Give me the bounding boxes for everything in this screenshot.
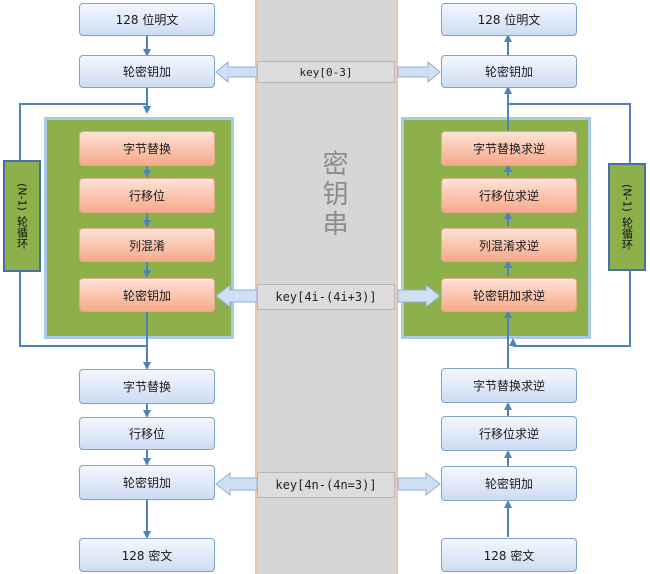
encrypt-plaintext-input: 128 位明文 [79,3,215,36]
decrypt-first-inv-shift-rows: 行移位求逆 [441,416,577,451]
encrypt-round-count: (N-1) [15,182,29,211]
decrypt-first-inv-sub-bytes: 字节替换求逆 [441,368,577,403]
encrypt-shift-rows: 行移位 [79,178,215,213]
key-last-box: key[4n-(4n=3)] [257,472,395,498]
key-middle-box: key[4i-(4i+3)] [257,284,395,310]
decrypt-round-loop-label: (N-1) 轮循环 [608,163,646,271]
decrypt-first-add-round-key: 轮密钥加 [441,466,577,501]
decrypt-round-count: (N-1) [620,183,634,212]
key-first-box: key[0-3] [257,61,395,83]
encrypt-add-round-key: 轮密钥加 [79,278,215,312]
decrypt-plaintext-output: 128 位明文 [441,3,577,36]
encrypt-initial-add-round-key: 轮密钥加 [79,55,215,88]
decrypt-ciphertext-input: 128 密文 [441,538,577,572]
encrypt-round-loop-text: 轮循环 [15,216,29,250]
encrypt-sub-bytes: 字节替换 [79,131,215,166]
decrypt-round-loop-text: 轮循环 [620,217,634,251]
encrypt-mix-columns: 列混淆 [79,228,215,262]
decrypt-inv-sub-bytes: 字节替换求逆 [441,131,577,166]
encrypt-ciphertext-output: 128 密文 [79,538,215,572]
encrypt-final-shift-rows: 行移位 [79,417,215,450]
key-column-title: 密钥串 [318,150,348,240]
encrypt-final-sub-bytes: 字节替换 [79,369,215,404]
encrypt-final-add-round-key: 轮密钥加 [79,465,215,500]
decrypt-inv-mix-columns: 列混淆求逆 [441,228,577,262]
decrypt-final-add-round-key: 轮密钥加 [441,55,577,88]
decrypt-inv-shift-rows: 行移位求逆 [441,178,577,213]
decrypt-inv-add-round-key: 轮密钥加求逆 [441,278,577,312]
encrypt-round-loop-label: (N-1) 轮循环 [3,160,41,272]
